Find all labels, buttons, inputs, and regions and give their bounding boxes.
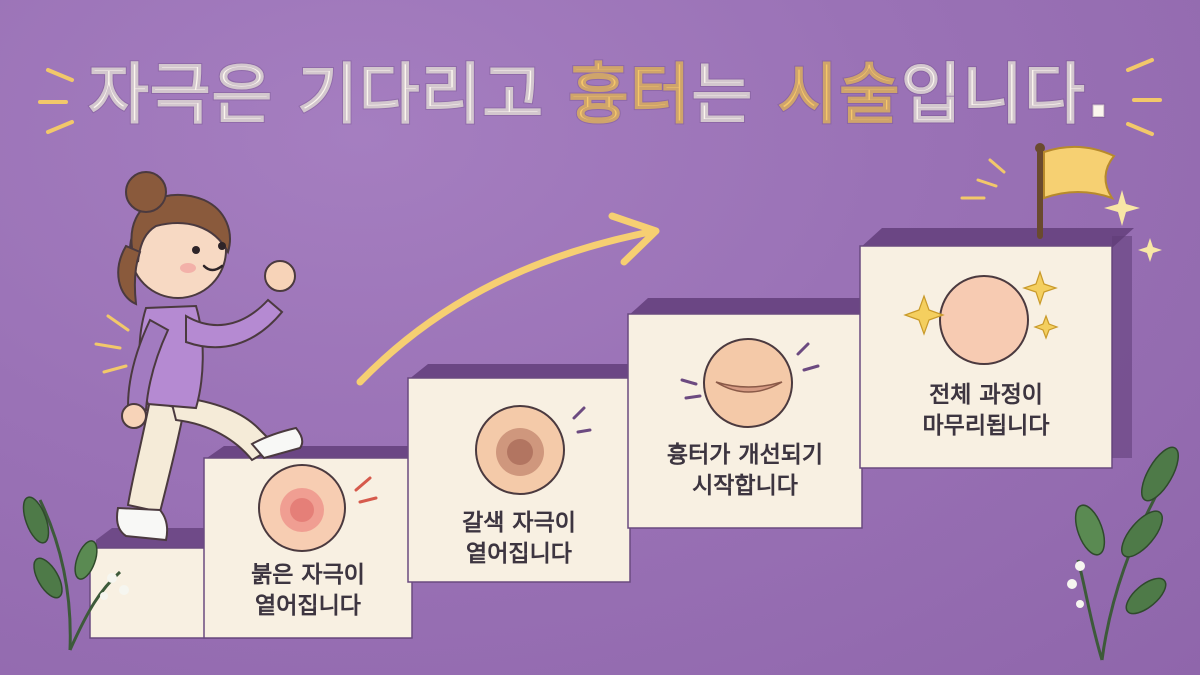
progress-arrow	[356, 212, 660, 386]
title-sparkles-right	[1126, 58, 1162, 136]
goal-flag-icon	[960, 143, 1116, 239]
title-highlight-scar: 흉터	[567, 55, 692, 134]
sparkle-icons	[903, 190, 1162, 340]
skin-scar-icon	[680, 338, 820, 428]
skin-redness-icon	[258, 464, 378, 552]
skin-clear-icon	[939, 275, 1029, 365]
page-title: 자극은 기다리고 흉터는 시술입니다.	[0, 40, 1200, 150]
step-1-label: 붉은 자극이 옅어집니다	[251, 562, 365, 619]
title-part-2: 는	[691, 55, 778, 134]
title-part-1: 자극은 기다리고	[87, 55, 569, 134]
title-part-3: 입니다.	[900, 55, 1112, 134]
plant-left	[22, 496, 129, 651]
title-sparkles-left	[38, 68, 74, 134]
title-highlight-procedure: 시술	[776, 55, 901, 134]
step-2-label: 갈색 자극이 옅어집니다	[462, 510, 576, 567]
step-3-label: 흉터가 개선되기 시작합니다	[666, 442, 824, 499]
plant-right	[1067, 446, 1179, 661]
girl-character	[94, 171, 304, 542]
step-4-label: 전체 과정이 마무리됩니다	[922, 382, 1050, 439]
skin-brown-mark-icon	[475, 405, 592, 495]
